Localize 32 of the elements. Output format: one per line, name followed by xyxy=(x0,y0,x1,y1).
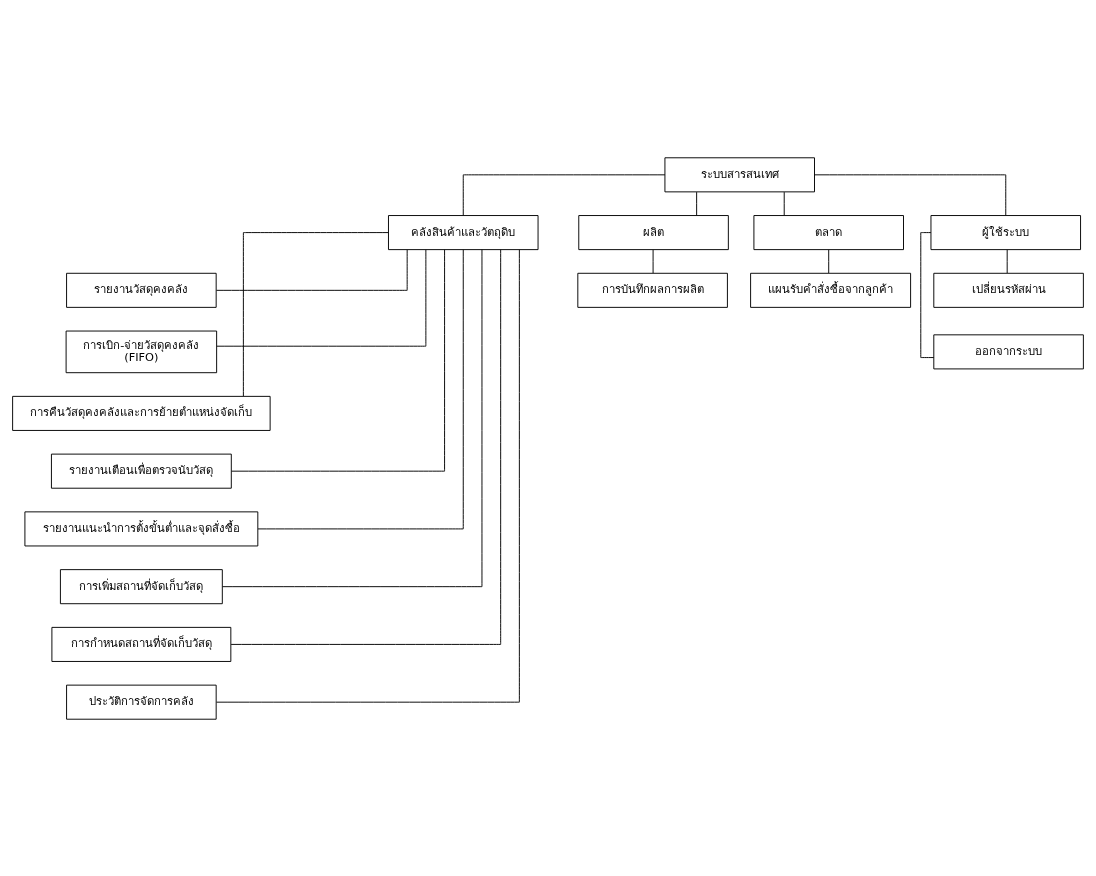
node-box: รายงานแนะนำการตั้งขั้นต่ำและจุดสั่งซื้อ xyxy=(24,510,259,546)
node-box: การเพิ่มสถานที่จัดเก็บวัสดุ xyxy=(59,568,223,604)
connector xyxy=(216,248,520,703)
node-box: รายงานเตือนเพื่อตรวจนับวัสดุ xyxy=(50,453,232,489)
connector xyxy=(1006,248,1008,273)
node-box: ประวัติการจัดการคลัง xyxy=(66,684,217,720)
node-box: การคืนวัสดุคงคลังและการย้ายตำแหน่งจัดเก็บ xyxy=(12,395,271,431)
connector xyxy=(230,248,502,645)
node-box: การเบิก-จ่ายวัสดุคงคลัง (FIFO) xyxy=(65,330,218,373)
node-box: เปลี่ยนรหัสผ่าน xyxy=(933,272,1084,308)
node-box: การบันทึกผลการผลิต xyxy=(577,272,728,308)
connector xyxy=(231,248,446,472)
node-box: ตลาด xyxy=(753,214,904,250)
node-box: ออกจากระบบ xyxy=(933,333,1084,369)
connector xyxy=(257,248,464,529)
connector xyxy=(828,248,830,273)
connector xyxy=(696,191,698,216)
connector xyxy=(462,173,666,216)
connector xyxy=(814,173,1007,216)
connector xyxy=(783,191,785,216)
connector xyxy=(652,248,654,273)
node-box: ผู้ใช้ระบบ xyxy=(930,214,1082,250)
connector xyxy=(222,248,483,587)
connector xyxy=(216,248,427,347)
node-box: รายงานวัสดุคงคลัง xyxy=(66,272,217,308)
connector xyxy=(242,231,389,397)
connector xyxy=(216,248,408,291)
node-box: ผลิต xyxy=(578,214,729,250)
node-box: คลังสินค้าและวัตถุดิบ xyxy=(388,214,539,250)
node-box: การกำหนดสถานที่จัดเก็บวัสดุ xyxy=(51,626,232,662)
node-box: ระบบสารสนเทศ xyxy=(664,156,815,192)
node-box: แผนรับคำสั่งซื้อจากลูกค้า xyxy=(750,272,912,308)
